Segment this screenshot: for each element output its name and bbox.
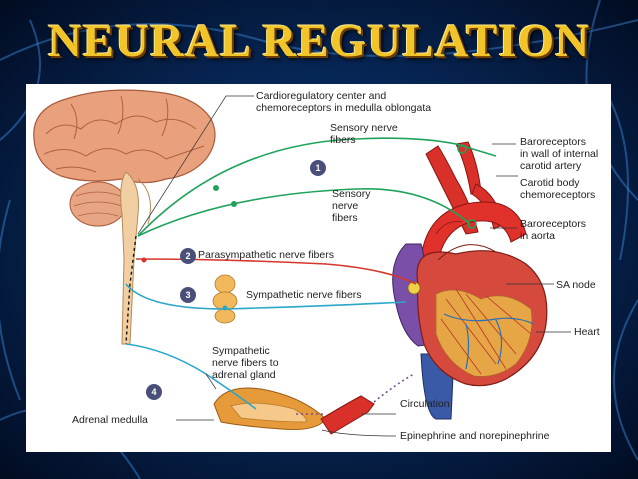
page-title: NEURAL REGULATION <box>47 15 591 67</box>
label-sympathetic-adrenal: Sympathetic nerve fibers to adrenal glan… <box>212 345 279 381</box>
svg-text:4: 4 <box>151 387 156 397</box>
label-sympathetic: Sympathetic nerve fibers <box>246 289 362 301</box>
badge-1: 1 <box>310 160 326 176</box>
svg-text:1: 1 <box>315 163 320 173</box>
label-adrenal-medulla: Adrenal medulla <box>72 414 148 426</box>
label-epinephrine: Epinephrine and norepinephrine <box>400 430 550 442</box>
heart-illustration <box>392 243 548 420</box>
adrenal-gland-illustration <box>213 387 327 430</box>
sympathetic-ganglion <box>212 274 238 324</box>
label-circulation: Circulation <box>400 398 450 410</box>
svg-text:2: 2 <box>185 251 190 261</box>
label-carotid-body: Carotid body chemoreceptors <box>520 177 596 201</box>
label-baroreceptors-aorta: Baroreceptors in aorta <box>520 218 586 242</box>
label-sensory-top: Sensory nerve fibers <box>330 122 398 146</box>
badge-3: 3 <box>180 287 196 303</box>
diagram-panel: 1 2 3 4 Cardioregulatory center and chem… <box>26 84 611 452</box>
label-heart: Heart <box>574 326 600 338</box>
label-parasympathetic: Parasympathetic nerve fibers <box>198 249 334 261</box>
label-sa-node: SA node <box>556 279 596 291</box>
circulation-vessel <box>320 395 375 435</box>
badge-4: 4 <box>146 384 162 400</box>
label-baroreceptors-carotid: Baroreceptors in wall of internal caroti… <box>520 136 599 172</box>
label-sensory-mid: Sensory nerve fibers <box>332 188 371 224</box>
carotid-aorta-illustration <box>420 141 527 263</box>
leader-lines <box>137 95 571 437</box>
svg-text:3: 3 <box>185 290 190 300</box>
brain-illustration <box>33 89 216 345</box>
badge-2: 2 <box>180 248 196 264</box>
label-cardioregulatory: Cardioregulatory center and chemorecepto… <box>256 90 432 114</box>
diagram-canvas: 1 2 3 4 <box>33 89 571 437</box>
